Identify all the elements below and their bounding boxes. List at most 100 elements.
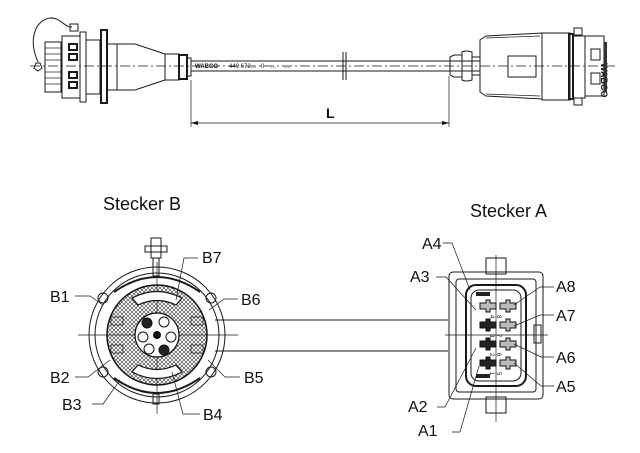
cavity-number: 6	[495, 353, 501, 357]
keyway-bottom	[131, 364, 183, 380]
latch-post	[150, 237, 162, 259]
pin-label-a4: A4	[422, 236, 442, 253]
cap-ribs	[45, 47, 61, 85]
contact	[137, 331, 149, 343]
cable-print-brand: WABCO	[195, 64, 218, 70]
cavity-5	[499, 356, 517, 370]
keyway-top	[131, 290, 183, 306]
mount-hole-b2	[97, 366, 109, 378]
pin-label-b4: B4	[203, 407, 223, 424]
cavity-number: 1	[488, 372, 494, 376]
latch-crossbar	[144, 245, 168, 253]
cavity-number: 3	[488, 334, 494, 338]
cavity-8	[499, 299, 517, 313]
cavity-6	[499, 337, 517, 351]
cable-print-digit: 0	[261, 64, 265, 70]
cavity-number: 8	[495, 315, 501, 319]
contact	[158, 316, 170, 328]
cable-assembly-side-view: WABCO 449 672 ... 0 ... .... WABCO	[30, 17, 615, 127]
latch-top	[485, 257, 507, 275]
outer-ring-inner	[94, 272, 220, 398]
strap-end	[33, 62, 43, 72]
bayonet-ring	[79, 31, 87, 103]
pin-label-a7: A7	[556, 308, 576, 325]
latch-top	[573, 27, 583, 36]
contact	[165, 331, 177, 343]
outer-ring	[88, 266, 226, 404]
bottom-tab	[152, 393, 160, 405]
connector-b-title: Stecker B	[103, 194, 181, 214]
connector-b-side-view	[32, 17, 192, 104]
leader-lines-b	[75, 257, 240, 415]
polarization-bar-top	[476, 292, 490, 296]
cable-print: WABCO 449 672 ... 0 ... ....	[195, 64, 291, 70]
side-key	[533, 324, 542, 344]
pin-label-b7: B7	[202, 250, 222, 267]
cone-tip	[164, 53, 180, 81]
cavity-4	[479, 299, 497, 313]
connector-a-side-view: WABCO	[449, 27, 609, 106]
side-slot	[110, 344, 124, 354]
face-seal	[604, 42, 607, 92]
cable-print-placeholder: ...	[251, 64, 256, 70]
leader-lines-a	[436, 242, 554, 433]
cavity-number: 2	[488, 353, 494, 357]
mount-hole-b5	[205, 366, 217, 378]
latch-bottom	[573, 97, 583, 106]
strap-clip	[69, 23, 79, 32]
connector-a-title: Stecker A	[470, 201, 547, 221]
face-slot-top	[590, 48, 601, 61]
connector-b-front-view: Stecker B	[50, 194, 264, 424]
pin-label-a6: A6	[556, 350, 576, 367]
contact	[141, 317, 153, 329]
pin-label-a2: A2	[408, 399, 428, 416]
pin-label-a3: A3	[410, 269, 430, 286]
contact	[158, 344, 170, 356]
dimension-label: L	[326, 105, 335, 121]
contact-center	[153, 331, 161, 339]
cavity-1	[479, 356, 497, 370]
body-neck	[106, 43, 118, 91]
cap-strap	[32, 17, 73, 63]
cavity-3	[479, 318, 497, 332]
body-housing	[85, 39, 101, 95]
cavity-numbers: 4 8 3 7 2 6 1 5	[488, 315, 501, 376]
pin-label-b3: B3	[62, 397, 82, 414]
cable-print-placeholder: ...	[271, 64, 276, 70]
wabco-label-band	[572, 35, 586, 99]
cavity-7	[499, 318, 517, 332]
ferrule-lip	[186, 57, 192, 77]
grommet-bulge	[461, 50, 473, 82]
housing-inner	[455, 278, 537, 393]
pin-label-b6: B6	[241, 292, 261, 309]
mount-hole-b1	[97, 292, 109, 304]
cavity-block	[465, 284, 527, 387]
flange-arc-bottom	[113, 377, 201, 394]
pin-cavities	[479, 299, 517, 370]
pin-label-a1: A1	[418, 423, 438, 440]
cable-print-part: 449 672	[229, 64, 251, 70]
flange-arc-top	[113, 276, 201, 293]
face-slot-bottom	[590, 72, 601, 85]
cavity-2	[479, 337, 497, 351]
connector-a-shell	[541, 32, 571, 101]
shell-ring	[568, 33, 574, 100]
cable	[191, 52, 480, 80]
cavity-number: 4	[488, 315, 494, 319]
pin-label-b1: B1	[50, 289, 70, 306]
connector-a-front-view: Stecker A 4 8 3 7	[408, 201, 576, 440]
cable-print-placeholder: ....	[284, 64, 291, 70]
pin-label-a8: A8	[556, 279, 576, 296]
strain-relief-cone	[116, 43, 166, 91]
cavity-number: 7	[495, 334, 501, 338]
pin-label-b5: B5	[244, 370, 264, 387]
pin-label-b2: B2	[50, 370, 70, 387]
housing-outer	[448, 271, 544, 400]
mount-hole-b6	[205, 292, 217, 304]
coupling-teeth	[68, 43, 78, 89]
pin-label-a5: A5	[556, 379, 576, 396]
dust-cap	[44, 41, 62, 93]
boot-window	[507, 55, 537, 78]
side-slot	[190, 316, 204, 326]
side-slot	[110, 316, 124, 326]
